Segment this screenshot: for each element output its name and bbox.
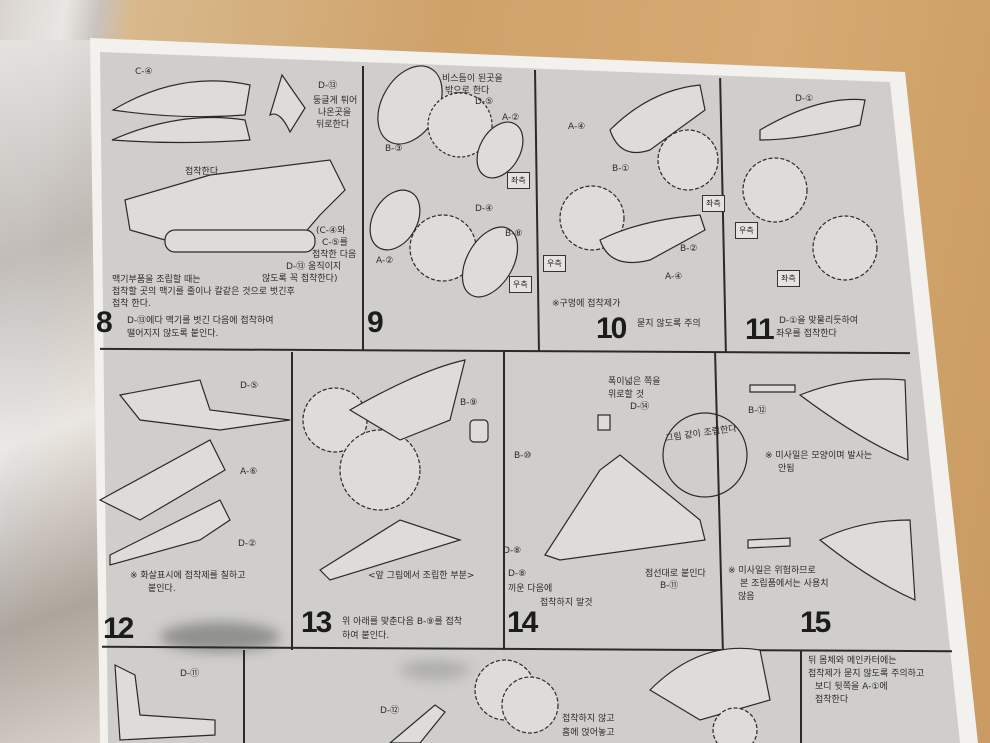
part-label: D-⑬ xyxy=(318,81,338,91)
step-number: 11 xyxy=(745,313,775,346)
part-label: D-② xyxy=(238,539,257,549)
callout-text: 폭이넓은 쪽을 xyxy=(608,377,661,387)
note-text: 접착할 곳의 맥기를 줄이나 칼같은 것으로 벗긴후 xyxy=(112,287,295,297)
part-label: B-⑧ xyxy=(505,229,523,239)
part-label: D-⑧ xyxy=(503,546,522,556)
part-label: B-① xyxy=(612,164,630,174)
side-label-left: 좌측 xyxy=(702,195,725,212)
part-label: B-③ xyxy=(385,144,403,154)
panel-divider xyxy=(503,352,505,650)
step-number: 12 xyxy=(103,612,134,645)
part-label: D-⑤ xyxy=(475,97,494,107)
part-label: D-⑫ xyxy=(380,706,400,716)
step-instruction: 위 아래를 맞춘다음 B-⑨를 접착 xyxy=(342,617,463,627)
part-label: D-④ xyxy=(475,204,494,214)
callout-text: 접착한 다음 xyxy=(312,250,357,260)
step-instruction: 하여 붙인다. xyxy=(342,631,390,641)
note-text: 맥기부품을 조립할 때는 xyxy=(112,275,201,285)
note-text: 접착제가 묻지 않도록 주의하고 xyxy=(808,669,925,679)
step-instruction: D-⑬에다 맥기를 벗긴 다음에 접착하여 xyxy=(127,316,274,326)
side-label-right: 우측 xyxy=(735,222,758,239)
plastic-bag xyxy=(0,40,110,743)
part-label: D-⑧ xyxy=(508,569,527,579)
step-instruction: 떨어지지 않도록 붙인다. xyxy=(127,329,219,339)
caption-text: <앞 그림에서 조립한 부분> xyxy=(368,571,475,581)
note-text: 붙인다. xyxy=(148,584,176,594)
side-label-right: 우측 xyxy=(509,276,532,293)
side-label-left: 좌측 xyxy=(507,172,530,189)
part-label: D-⑪ xyxy=(180,669,200,679)
note-text: ※ 미사일은 위험하므로 xyxy=(728,566,816,576)
note-text: 뒤 몸체와 메인카터에는 xyxy=(808,656,897,666)
part-label: C-④ xyxy=(135,67,153,77)
callout-text: C-⑤를 xyxy=(322,238,348,248)
callout-text: 위로할 것 xyxy=(608,390,644,400)
part-label: A-④ xyxy=(568,122,586,132)
callout-text: 않도록 꼭 접착한다) xyxy=(262,274,338,284)
note-text: 본 조립품에서는 사용치 xyxy=(740,579,829,589)
part-label: D-⑤ xyxy=(240,381,259,391)
step-number: 13 xyxy=(301,606,332,639)
callout-text: 점선대로 붙인다 xyxy=(645,569,706,579)
side-label-right: 우측 xyxy=(543,255,566,272)
part-label: B-⑨ xyxy=(460,398,478,408)
panel-divider xyxy=(800,650,802,743)
callout-text: (C-④와 xyxy=(316,226,346,236)
step-number: 10 xyxy=(596,312,627,345)
ink-smudge xyxy=(400,660,470,680)
note-text: 않음 xyxy=(738,592,755,602)
part-label: B-⑫ xyxy=(748,406,767,416)
part-label: B-⑩ xyxy=(514,451,532,461)
note-text: 접착한다 xyxy=(815,695,849,705)
note-text: 끼운 다음에 xyxy=(508,584,553,594)
part-label: D-① xyxy=(795,94,814,104)
note-text: 접착하지 않고 xyxy=(562,714,615,724)
panel-divider xyxy=(291,352,293,650)
part-label: B-⑪ xyxy=(660,581,679,591)
part-label: B-② xyxy=(680,244,698,254)
callout-text: 비스듬이 된곳을 xyxy=(442,74,503,84)
part-label: A-⑥ xyxy=(240,467,258,477)
callout-text: 나온곳을 xyxy=(318,108,352,118)
note-text: 접착 한다. xyxy=(112,299,151,309)
side-label-left: 좌측 xyxy=(777,270,800,287)
part-label: D-⑭ xyxy=(630,402,650,412)
callout-text: 둥글게 튀어 xyxy=(313,96,358,106)
callout-text: D-⑬ 움직이지 xyxy=(286,262,342,272)
panel-divider xyxy=(362,66,364,351)
panel-divider xyxy=(243,650,245,743)
step-number: 9 xyxy=(367,306,384,339)
note-text: 접착하지 말것 xyxy=(540,598,593,608)
note-text: 보디 뒷쪽을 A-①에 xyxy=(815,682,888,692)
note-text: ※구멍에 접착제가 xyxy=(552,299,621,309)
step-instruction: D-①을 맞물리듯하여 xyxy=(779,316,859,326)
callout-text: 접착한다 xyxy=(185,167,219,177)
step-instruction: 좌우를 접착한다 xyxy=(776,329,837,339)
note-text: ※ 미사일은 모양이며 발사는 xyxy=(765,451,873,461)
step-number: 14 xyxy=(507,606,538,639)
step-instruction: 묻지 않도록 주의 xyxy=(637,319,701,329)
note-text: ※ 화살표시에 접착제를 칠하고 xyxy=(130,571,246,581)
step-number: 8 xyxy=(96,306,113,339)
step-number: 15 xyxy=(800,606,831,639)
part-label: A-② xyxy=(376,256,394,266)
part-label: A-④ xyxy=(665,272,683,282)
note-text: 홈에 얹어놓고 xyxy=(562,728,615,738)
callout-text: 뒤로한다 xyxy=(316,120,350,130)
callout-text: 밖으로 한다 xyxy=(445,86,490,96)
note-text: 안됨 xyxy=(778,464,795,474)
part-label: A-② xyxy=(502,113,520,123)
